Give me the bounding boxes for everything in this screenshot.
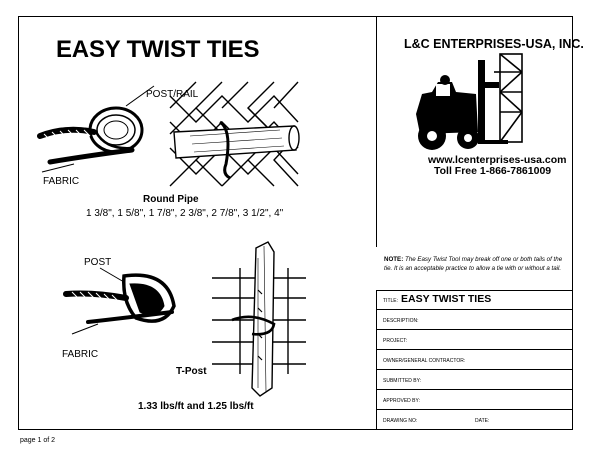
t-post-weights: 1.33 lbs/ft and 1.25 lbs/ft [138, 401, 254, 412]
submitted-row: SUBMITTED BY: [377, 369, 572, 389]
company-website: www.lcenterprises-usa.com [428, 154, 567, 166]
t-post-label: POST [84, 257, 112, 268]
drawing-number-label: DRAWING NO: [383, 418, 418, 424]
round-fabric-label: FABRIC [43, 176, 80, 187]
page-number: page 1 of 2 [20, 437, 56, 444]
note-label: NOTE: [384, 256, 404, 263]
date-label: DATE: [475, 418, 490, 424]
project-row: PROJECT: [377, 329, 572, 349]
company-name: L&C ENTERPRISES-USA, INC. [404, 37, 584, 51]
t-post-tie-diagram [63, 267, 176, 335]
drawing-sheet-border [18, 16, 573, 430]
sheet-divider [376, 16, 377, 247]
round-pipe-tie-diagram [37, 85, 155, 173]
title-row: TITLE: EASY TWIST TIES [377, 291, 572, 309]
forklift-logo [416, 53, 523, 150]
round-post-rail-label: POST/RAIL [146, 89, 199, 100]
owner-row: OWNER/GENERAL CONTRACTOR: [377, 349, 572, 369]
title-row-value: EASY TWIST TIES [401, 293, 492, 305]
owner-label: OWNER/GENERAL CONTRACTOR: [383, 358, 466, 364]
installation-note: NOTE: The Easy Twist Tool may break off … [384, 256, 564, 273]
note-text: The Easy Twist Tool may break off one or… [384, 256, 563, 272]
project-label: PROJECT: [383, 338, 408, 344]
page-title: EASY TWIST TIES [56, 36, 260, 63]
round-pipe-fence-illustration [169, 81, 300, 187]
t-post-fence-illustration [212, 241, 306, 397]
description-row: DESCRIPTION: [377, 309, 572, 329]
approved-row: APPROVED BY: [377, 389, 572, 409]
t-post-caption-title: T-Post [176, 366, 207, 377]
description-label: DESCRIPTION: [383, 318, 419, 324]
submitted-label: SUBMITTED BY: [383, 378, 422, 384]
title-row-label: TITLE: [383, 298, 399, 304]
round-pipe-sizes: 1 3/8", 1 5/8", 1 7/8", 2 3/8", 2 7/8", … [86, 208, 284, 219]
approved-label: APPROVED BY: [383, 398, 420, 404]
toll-free-number: Toll Free 1-866-7861009 [434, 165, 552, 177]
round-pipe-caption-title: Round Pipe [143, 194, 199, 205]
drawing-row: DRAWING NO: DATE: [377, 409, 572, 429]
t-post-fabric-label: FABRIC [62, 349, 99, 360]
title-block: TITLE: EASY TWIST TIES DESCRIPTION: PROJ… [376, 290, 573, 430]
